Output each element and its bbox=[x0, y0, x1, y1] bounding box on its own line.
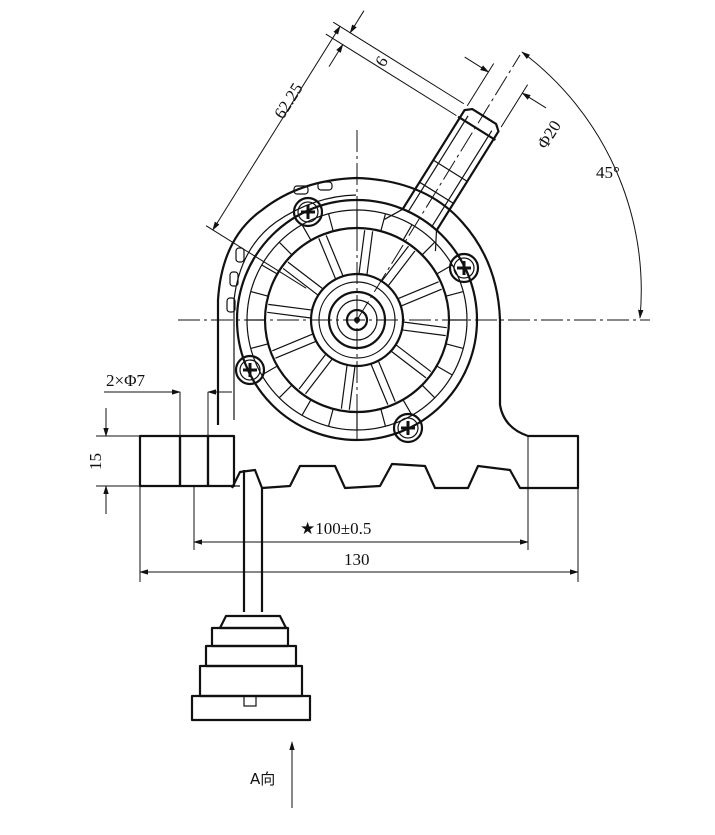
connector-body bbox=[198, 664, 304, 698]
impeller-spoke bbox=[390, 344, 432, 379]
label-offset: 6 bbox=[371, 53, 392, 70]
flange-rib bbox=[421, 384, 436, 399]
flange-outer bbox=[235, 198, 479, 442]
flange-rib bbox=[327, 408, 334, 427]
impeller-spoke bbox=[370, 360, 396, 405]
flange-rib bbox=[380, 408, 387, 427]
shaft bbox=[345, 308, 369, 332]
flange-rib bbox=[436, 365, 453, 376]
connector-base bbox=[190, 694, 312, 722]
foot-hatch-left bbox=[138, 434, 182, 488]
flange-rib bbox=[250, 290, 269, 297]
impeller-spoke bbox=[381, 245, 416, 287]
impeller-spoke bbox=[402, 321, 447, 337]
view-direction: A向 bbox=[250, 741, 295, 808]
impeller bbox=[267, 230, 447, 410]
flange-rib bbox=[250, 343, 269, 350]
dim-total-width: 130 bbox=[139, 486, 579, 582]
impeller-spoke bbox=[358, 230, 374, 275]
flange-rib bbox=[278, 241, 293, 256]
flange-rib bbox=[445, 290, 464, 297]
label-total-width: 130 bbox=[344, 550, 370, 569]
impeller-spoke bbox=[318, 235, 344, 280]
flange-rib bbox=[301, 399, 312, 416]
dim-holes: 2×Φ7 bbox=[104, 371, 232, 436]
flange-rib bbox=[402, 224, 413, 241]
label-length: 62.25 bbox=[270, 80, 306, 123]
outlet-centerline bbox=[356, 54, 521, 321]
mount-foot-section bbox=[138, 434, 240, 488]
flange-rib bbox=[402, 399, 413, 416]
impeller-spoke bbox=[282, 261, 324, 296]
impeller-spoke bbox=[272, 333, 317, 359]
flange-rib bbox=[327, 213, 334, 232]
screw-head bbox=[292, 196, 324, 228]
connector-band-1 bbox=[210, 626, 290, 648]
flange-ribs bbox=[247, 210, 467, 430]
outlet-pipe bbox=[384, 107, 500, 252]
label-holes: 2×Φ7 bbox=[106, 371, 146, 390]
flange-rib bbox=[261, 264, 278, 275]
screw-head bbox=[392, 412, 424, 444]
impeller-spokes bbox=[267, 230, 447, 410]
hub-inner bbox=[327, 290, 387, 350]
dim-height: 15 bbox=[86, 408, 140, 514]
shaft-ring bbox=[336, 299, 378, 341]
impeller-spoke bbox=[267, 303, 312, 319]
label-outlet-dia: Φ20 bbox=[533, 117, 565, 152]
flange-rib bbox=[278, 384, 293, 399]
impeller-spoke bbox=[340, 365, 356, 410]
label-hole-spacing: ★100±0.5 bbox=[300, 519, 371, 538]
label-angle: 45° bbox=[596, 163, 620, 182]
label-view-dir: A向 bbox=[250, 770, 275, 788]
impeller-spoke bbox=[298, 353, 333, 395]
label-height: 15 bbox=[86, 453, 105, 470]
flange-rib bbox=[380, 213, 387, 232]
hub-outer bbox=[309, 272, 405, 368]
flange-rib bbox=[301, 224, 312, 241]
connector-band-2 bbox=[204, 644, 298, 668]
flange-rib bbox=[421, 241, 436, 256]
pump-housing bbox=[216, 176, 580, 490]
connector-key bbox=[243, 695, 257, 707]
hub-ring bbox=[318, 281, 396, 359]
screw-head bbox=[234, 354, 266, 386]
dim-hole-spacing: ★100±0.5 bbox=[193, 436, 529, 550]
flange-rib bbox=[445, 343, 464, 350]
flange-ring bbox=[235, 198, 479, 442]
dim-angle: 45° bbox=[521, 51, 644, 319]
cable-connector bbox=[190, 470, 312, 722]
shaft-center bbox=[354, 317, 360, 323]
impeller-spoke bbox=[397, 281, 442, 307]
connector-cap bbox=[218, 614, 288, 630]
screw-head bbox=[448, 252, 480, 284]
mount-hole bbox=[178, 434, 210, 488]
foot-hatch-right bbox=[206, 434, 236, 488]
